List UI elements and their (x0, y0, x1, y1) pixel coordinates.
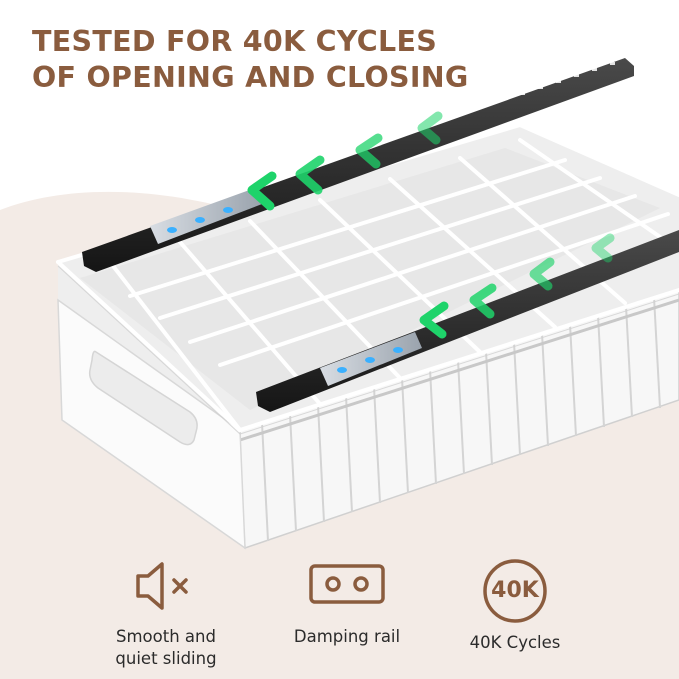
feature-damping-rail: Damping rail (247, 556, 447, 648)
caption-line-2: quiet sliding (115, 649, 217, 668)
motion-arrows-front (419, 233, 615, 339)
speaker-mute-icon (136, 562, 188, 610)
basket-end-panel (57, 298, 246, 550)
feature-caption: Damping rail (293, 627, 401, 646)
damping-rail-icon (309, 564, 385, 604)
feature-40k-cycles: 40K 40K Cycles (415, 556, 615, 654)
feature-caption: Smooth and quiet sliding (66, 626, 266, 670)
motion-arrows-back (247, 111, 443, 211)
cycles-badge-icon: 40K (480, 556, 550, 626)
slide-rail-front (256, 230, 679, 412)
cycles-badge-text: 40K (491, 578, 539, 603)
caption-line-1: Smooth and (116, 627, 216, 646)
feature-caption: 40K Cycles (469, 633, 561, 652)
wire-basket-illustration (56, 58, 679, 550)
slide-rail-back (82, 58, 634, 272)
headline-line-1: TESTED FOR 40K CYCLES (32, 25, 438, 58)
headline-line-2: OF OPENING AND CLOSING (32, 61, 469, 94)
feature-quiet-sliding: Smooth and quiet sliding (66, 556, 266, 670)
headline: TESTED FOR 40K CYCLES OF OPENING AND CLO… (32, 24, 469, 96)
